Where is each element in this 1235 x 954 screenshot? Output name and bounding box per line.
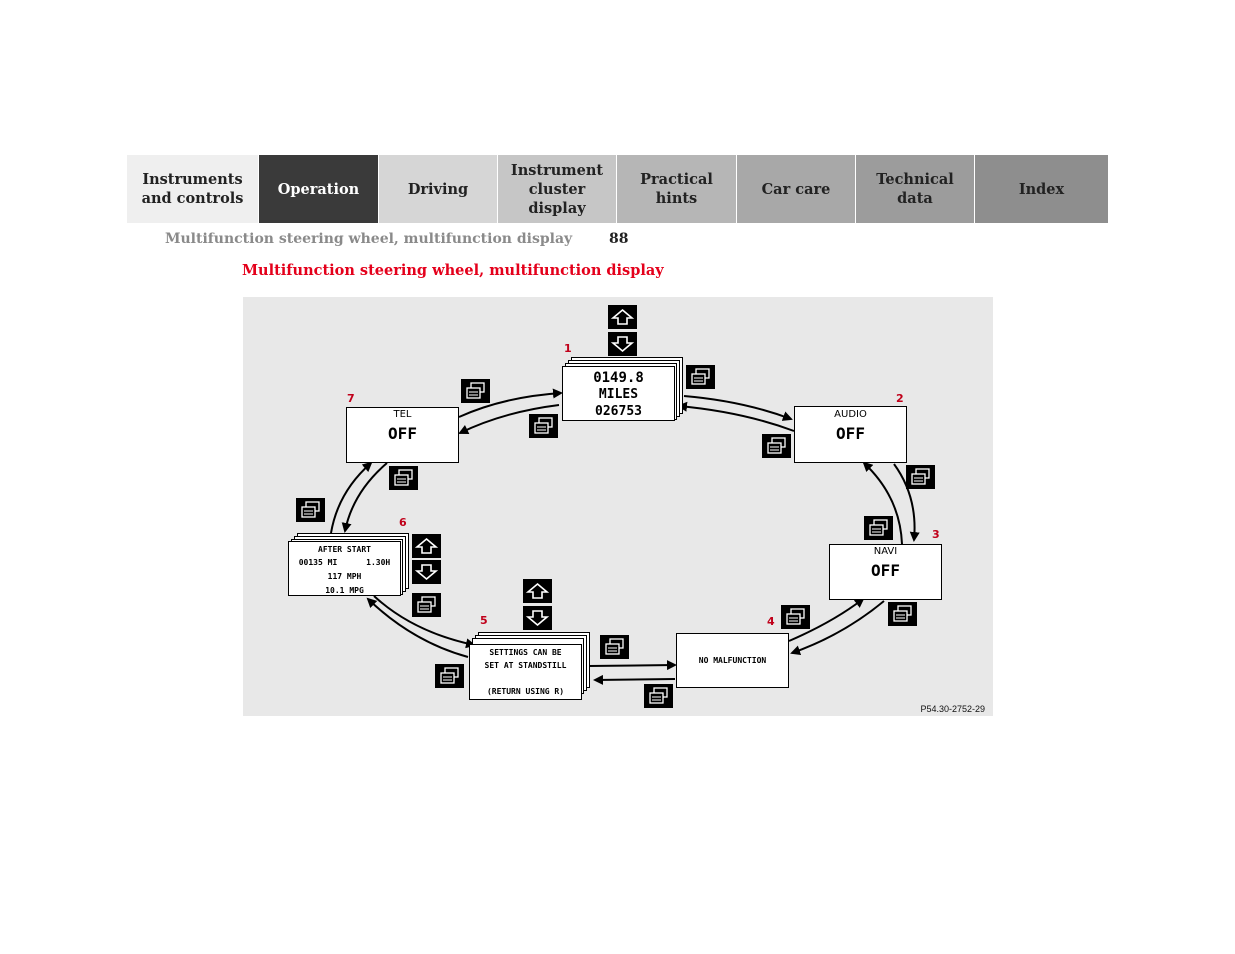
up-arrow-button-icon [411,533,442,559]
tab-bar: Instruments and controls Operation Drivi… [127,155,1108,223]
display-2-audio: AUDIO OFF [794,406,907,463]
tab-instruments-and-controls[interactable]: Instruments and controls [127,155,259,223]
display-5-settings: SETTINGS CAN BE SET AT STANDSTILL (RETUR… [469,644,582,700]
menu-button-icon [460,378,491,404]
display-number-1: 1 [564,342,572,355]
down-arrow-button-icon [411,559,442,585]
section-header: Multifunction steering wheel, multifunct… [165,231,573,247]
display-number-6: 6 [399,516,407,529]
display-1-trip-odometer: 0149.8 MILES 026753 [562,366,675,421]
tab-technical-data[interactable]: Technical data [856,155,975,223]
tab-driving[interactable]: Driving [379,155,498,223]
display-3-navi: NAVI OFF [829,544,942,600]
menu-button-icon [434,663,465,689]
tab-index[interactable]: Index [975,155,1108,223]
menu-button-icon [295,497,326,523]
display-6-after-start: AFTER START 00135 MI 1.30H 117 MPH 10.1 … [288,541,401,596]
display-number-3: 3 [932,528,940,541]
figure-code: P54.30-2752-29 [920,704,985,714]
menu-button-icon [528,413,559,439]
display-number-4: 4 [767,615,775,628]
menu-button-icon [863,515,894,541]
display-7-tel: TEL OFF [346,407,459,463]
up-arrow-button-icon [607,304,638,330]
down-arrow-button-icon [607,331,638,357]
page-title: Multifunction steering wheel, multifunct… [242,262,664,279]
menu-button-icon [761,433,792,459]
display-number-5: 5 [480,614,488,627]
display-number-2: 2 [896,392,904,405]
menu-button-icon [905,464,936,490]
tab-instrument-cluster-display[interactable]: Instrument cluster display [498,155,617,223]
menu-button-icon [780,604,811,630]
display-number-7: 7 [347,392,355,405]
menu-button-icon [599,634,630,660]
tab-car-care[interactable]: Car care [737,155,856,223]
display-4-malfunction: NO MALFUNCTION [676,633,789,688]
menu-button-icon [643,683,674,709]
menu-button-icon [887,601,918,627]
menu-button-icon [388,465,419,491]
menu-button-icon [411,592,442,618]
down-arrow-button-icon [522,605,553,631]
display-cycle-figure: 0149.8 MILES 026753 1 AUDIO OFF 2 NAVI O… [243,297,993,716]
up-arrow-button-icon [522,578,553,604]
menu-button-icon [685,364,716,390]
cycle-arrows [295,304,936,709]
tab-operation[interactable]: Operation [259,155,379,223]
tab-practical-hints[interactable]: Practical hints [617,155,737,223]
page-number: 88 [609,231,629,247]
